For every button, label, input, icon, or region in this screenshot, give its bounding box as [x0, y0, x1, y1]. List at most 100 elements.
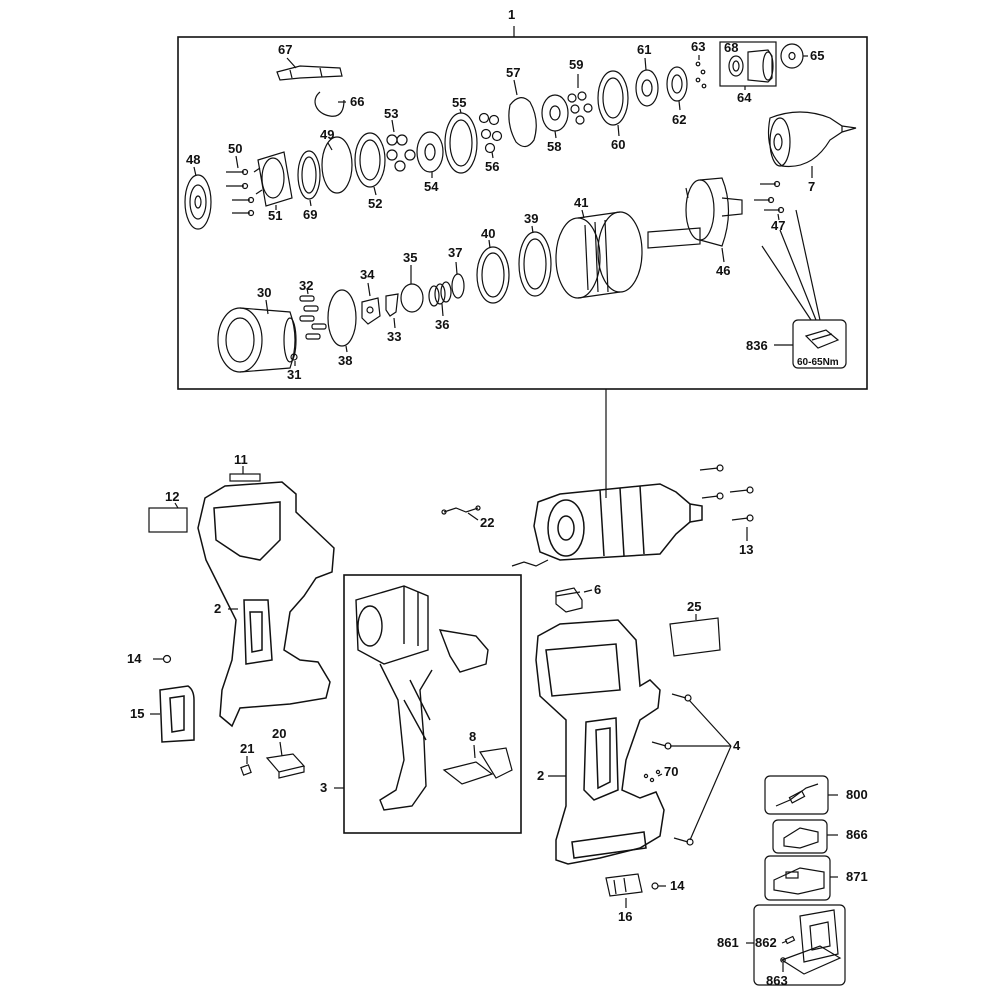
label-13: 13	[739, 542, 754, 557]
label-60: 60	[611, 137, 626, 152]
label-41: 41	[574, 195, 589, 210]
leader-836-c	[795, 209, 821, 321]
label-866: 866	[846, 827, 868, 842]
part-871-box	[764, 855, 831, 901]
label-30: 30	[257, 285, 272, 300]
part-70-pins	[643, 769, 661, 783]
label-69: 69	[303, 207, 318, 222]
leader-836-a	[761, 245, 812, 321]
label-40: 40	[481, 226, 496, 241]
label-48: 48	[186, 152, 201, 167]
part-51-housing	[253, 151, 293, 207]
leader-70	[657, 773, 663, 777]
part-65-washer	[780, 43, 804, 69]
label-6: 6	[594, 582, 602, 597]
part-25-label	[669, 617, 721, 657]
leader-30	[265, 299, 269, 315]
leader-67	[286, 57, 297, 69]
label-59: 59	[569, 57, 584, 72]
leader-39	[531, 225, 534, 234]
part-13-screws	[699, 464, 754, 522]
leader-34	[367, 282, 371, 297]
label-800: 800	[846, 787, 868, 802]
part-57-gasket	[508, 97, 537, 148]
label-53: 53	[384, 106, 399, 121]
label-12: 12	[165, 489, 180, 504]
leader-52	[373, 186, 377, 196]
part-60-ring-gear	[597, 70, 629, 126]
label-2-left: 2	[214, 601, 222, 616]
label-52: 52	[368, 196, 383, 211]
label-61: 61	[637, 42, 652, 57]
part-56-planet-gears	[478, 112, 503, 154]
label-39: 39	[524, 211, 539, 226]
part-30-clutch-housing	[217, 307, 297, 373]
leader-69	[309, 199, 312, 207]
part-59-planet-gears	[567, 91, 593, 125]
part-863-ball	[780, 957, 786, 963]
part-862-clip	[784, 935, 796, 945]
part-wire-lower	[511, 559, 549, 567]
part-64-sleeve	[747, 49, 774, 83]
leader-58	[554, 130, 557, 139]
part-46-spindle-housing	[647, 177, 743, 249]
part-39-ring	[518, 231, 552, 297]
label-33: 33	[387, 329, 402, 344]
leader-22	[467, 512, 479, 521]
leader-12	[174, 502, 179, 509]
leader-41	[581, 209, 585, 219]
leader-47	[777, 213, 780, 221]
label-11: 11	[234, 452, 248, 467]
label-31: 31	[287, 367, 302, 382]
label-20: 20	[272, 726, 287, 741]
part-20-switch	[265, 753, 306, 779]
label-70: 70	[664, 764, 679, 779]
leader-50	[235, 155, 239, 169]
label-3: 3	[320, 780, 328, 795]
label-38: 38	[338, 353, 353, 368]
label-15: 15	[130, 706, 145, 721]
leader-62	[678, 100, 681, 111]
part-32-pins	[299, 295, 327, 340]
label-56: 56	[485, 159, 500, 174]
label-64: 64	[737, 90, 752, 105]
label-32: 32	[299, 278, 314, 293]
part-53-planet-gears	[386, 134, 416, 172]
part-1-gearbox-assembled	[533, 483, 703, 561]
part-22-wire	[441, 505, 481, 515]
part-3-box	[343, 574, 522, 834]
part-14-screw-right	[651, 882, 666, 890]
part-861-box	[753, 904, 846, 986]
leader-55	[459, 108, 462, 114]
label-862: 862	[755, 935, 777, 950]
part-15-belt-clip	[159, 685, 195, 743]
leader-46	[721, 247, 725, 263]
leader-20	[279, 741, 283, 757]
part-21-pin	[240, 764, 252, 776]
part-16-latch	[605, 873, 643, 897]
part-68-nut	[728, 55, 744, 77]
part-52-ring-gear	[354, 132, 386, 188]
label-14-right: 14	[670, 878, 685, 893]
label-46: 46	[716, 263, 731, 278]
part-800-box	[764, 775, 829, 815]
label-871: 871	[846, 869, 868, 884]
gearbox-assembly-frame	[177, 36, 868, 390]
label-34: 34	[360, 267, 375, 282]
part-48-plate	[184, 174, 212, 230]
label-25: 25	[687, 599, 702, 614]
leader-836-b	[779, 229, 817, 321]
part-41-gear-cage	[555, 211, 643, 299]
part-58-carrier	[541, 94, 569, 132]
leader-38	[345, 345, 348, 353]
part-69-ring	[297, 150, 321, 200]
part-38-washer	[327, 289, 357, 347]
label-55: 55	[452, 95, 467, 110]
part-47-screws	[754, 180, 785, 214]
part-35-ring	[400, 283, 424, 313]
label-861: 861	[717, 935, 739, 950]
part-2-housing-left	[197, 481, 335, 728]
part-33-clutch	[385, 293, 399, 317]
label-51: 51	[268, 208, 283, 223]
part-54-carrier	[416, 131, 444, 173]
